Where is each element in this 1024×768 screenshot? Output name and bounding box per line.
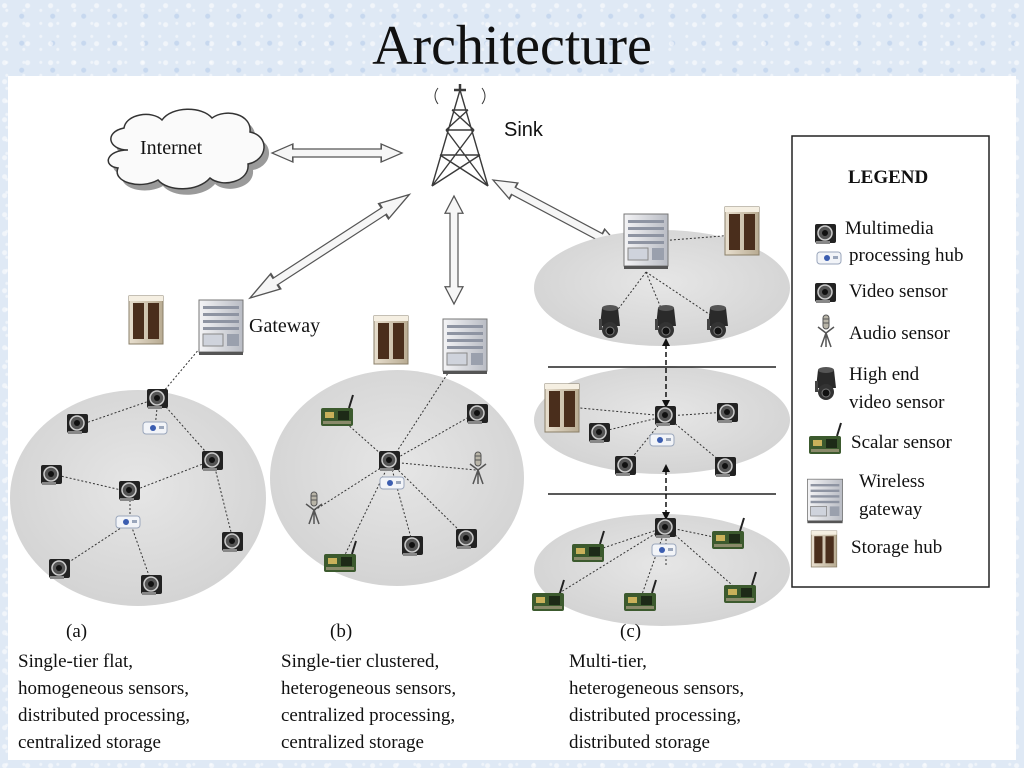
legend-label: Audio sensor [849, 323, 950, 344]
wireless-gateway-icon [623, 213, 669, 270]
video-sensor-icon [714, 456, 737, 478]
storage-hub-icon [544, 383, 580, 433]
video-sensor-icon [401, 535, 424, 557]
multimedia-hub-icon [651, 543, 677, 557]
legend-label: Video sensor [849, 281, 948, 302]
video-sensor-icon [455, 528, 478, 550]
legend-heading: LEGEND [848, 167, 929, 188]
legend-label: Multimedia [845, 218, 934, 239]
legend-label: processing hub [849, 245, 964, 266]
video-sensor-icon [614, 455, 637, 477]
video-sensor-icon [201, 450, 224, 472]
storage-hub-icon [128, 295, 164, 345]
panel-c-caption: Multi-tier, heterogeneous sensors, distr… [569, 651, 745, 753]
multimedia-hub-icon [649, 433, 675, 447]
sink-label: Sink [504, 119, 543, 141]
legend-label: video sensor [849, 392, 945, 413]
video-sensor-icon [118, 480, 141, 502]
legend-label: Wireless [859, 471, 925, 492]
panel-b-tag: (b) [330, 621, 353, 642]
video-sensor-icon [66, 413, 89, 435]
video-sensor-icon [654, 517, 677, 539]
video-sensor-icon [716, 402, 739, 424]
panel-b-caption: Single-tier clustered, heterogeneous sen… [281, 651, 457, 753]
wireless-gateway-icon [442, 318, 488, 375]
multimedia-hub-icon [142, 421, 168, 435]
panel-a-caption: Single-tier flat, homogeneous sensors, d… [18, 651, 191, 753]
video-sensor-icon [588, 422, 611, 444]
legend-multimedia-hub-icon [814, 223, 837, 245]
internet-label: Internet [140, 137, 203, 159]
panel-a-tag: (a) [66, 621, 88, 642]
legend-label: High end [849, 364, 920, 385]
legend-multimedia-hub-icon [816, 251, 842, 265]
gateway-label: Gateway [249, 315, 321, 337]
video-sensor-icon [40, 464, 63, 486]
video-sensor-icon [140, 574, 163, 596]
page-title: Architecture [372, 15, 652, 77]
internet-cloud-icon [107, 108, 270, 195]
multimedia-hub-icon [115, 515, 141, 529]
video-sensor-icon [48, 558, 71, 580]
video-sensor-icon [378, 450, 401, 472]
legend-wireless-gateway-icon [807, 478, 843, 524]
legend-storage-hub-icon [810, 530, 838, 568]
multimedia-hub-icon [379, 476, 405, 490]
video-sensor-icon [654, 405, 677, 427]
legend-label: Scalar sensor [851, 432, 952, 453]
legend-video-sensor-icon [814, 282, 837, 304]
video-sensor-icon [221, 531, 244, 553]
legend-label: gateway [859, 499, 923, 520]
tier-link-arrowheads [662, 338, 670, 520]
video-sensor-icon [466, 403, 489, 425]
wireless-gateway-icon [198, 299, 244, 356]
legend-label: Storage hub [851, 537, 943, 558]
sink-tower-icon [431, 84, 489, 187]
video-sensor-icon [146, 388, 169, 410]
panel-c-tag: (c) [620, 621, 642, 642]
storage-hub-icon [373, 315, 409, 365]
storage-hub-icon [724, 206, 760, 256]
